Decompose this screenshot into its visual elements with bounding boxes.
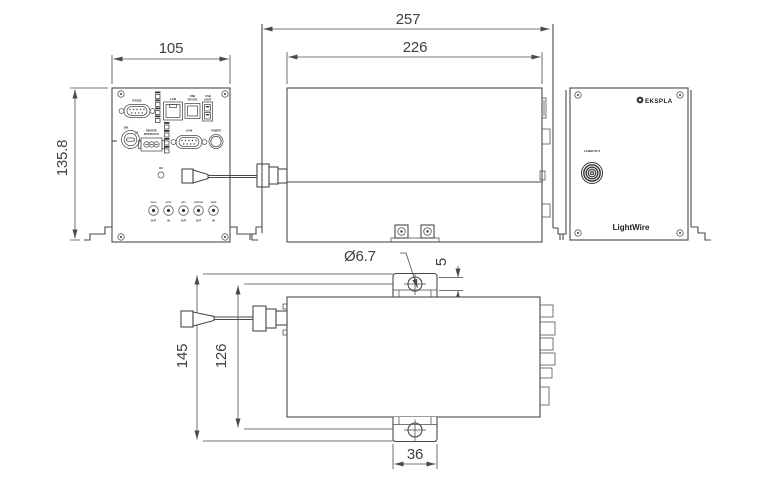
led-column-top (155, 91, 161, 123)
fiber-collimator-front (181, 168, 257, 184)
db9-can-connector: CAN (170, 129, 208, 149)
dim-36: 36 (407, 446, 423, 463)
svg-text:OUT: OUT (151, 219, 157, 223)
usb-host-label-1: USB (205, 94, 211, 98)
dim-front-width: 105 (111, 40, 231, 84)
dim-126: 126 (213, 344, 230, 368)
dim-top-body: 126 (213, 283, 404, 430)
lan-label: LAN (170, 97, 176, 101)
dim-top-total: 145 (174, 273, 393, 442)
key-off-label: OFF (112, 139, 118, 143)
svg-text:SYNC: SYNC (165, 202, 171, 204)
dim-226: 226 (403, 39, 427, 56)
sma-port-5: GATE IN (208, 201, 219, 223)
output-foot-right (691, 226, 711, 241)
side-view: 257 226 (249, 11, 564, 243)
dim-side-total: 257 (263, 11, 550, 32)
brand-logo: EKSPLA (636, 96, 673, 105)
side-foot-right (553, 227, 564, 240)
dim-105: 105 (159, 40, 183, 57)
can-label: CAN (186, 129, 193, 133)
fiber-cable-top (214, 316, 253, 321)
fiber-cable-front (208, 174, 257, 179)
remote-interlock-label-2: INTERLOCK (144, 132, 159, 136)
svg-text:RST: RST (181, 202, 186, 204)
svg-text:OUT: OUT (181, 219, 187, 223)
com-label: RS232 (132, 99, 142, 103)
side-bottom-pads (390, 224, 440, 243)
remote-interlock-connector: REMOTE INTERLOCK (138, 129, 165, 152)
front-foot-left (84, 226, 112, 241)
svg-text:IN: IN (167, 219, 170, 223)
dim-hole-callout: Ø6.7 (344, 248, 418, 289)
output-corner-screws (574, 91, 684, 237)
dim-5: 5 (433, 258, 450, 266)
usb-device-port: USB DEVICE (184, 94, 201, 119)
dim-135-8: 135.8 (54, 140, 71, 177)
power-connector: POWER (208, 129, 224, 149)
front-view: 105 135.8 RS232 (54, 40, 258, 243)
side-connector-protrusions (539, 97, 551, 218)
usb-host-label-2: HOST (204, 98, 212, 102)
db9-com-connector: RS232 (118, 99, 156, 118)
led-column-middle (164, 122, 170, 154)
power-label: POWER (211, 129, 221, 133)
remote-interlock-label-1: REMOTE (146, 129, 157, 133)
dim-hole-dia: Ø6.7 (344, 248, 376, 265)
fiber-assembly-top (180, 303, 288, 336)
key-on-label: ON (124, 126, 129, 130)
top-tab-upper (392, 272, 438, 297)
dim-257: 257 (396, 11, 420, 28)
brand-text: EKSPLA (645, 98, 673, 105)
laser-out-label: LASER OUT (584, 149, 600, 153)
svg-text:PULS: PULS (151, 202, 157, 204)
svg-text:GATE: GATE (211, 201, 217, 204)
dim-145: 145 (174, 344, 191, 368)
usb-device-label-2: DEVICE (188, 98, 198, 102)
dim-front-height: 135.8 (54, 87, 108, 241)
output-panel-outline (569, 87, 689, 241)
output-foot-left (559, 228, 567, 240)
usb-device-label-1: USB (190, 94, 196, 98)
side-body-outline (286, 87, 543, 243)
ok-led: OK (157, 166, 165, 179)
laser-output-aperture: LASER OUT (581, 149, 603, 184)
svg-text:CW/TRIG: CW/TRIG (194, 202, 204, 204)
top-connector-protrusions (539, 304, 556, 406)
dim-tab-width: 36 (392, 444, 438, 469)
top-view: 145 126 Ø6.7 5 (174, 248, 556, 469)
dim-side-body: 226 (286, 39, 543, 84)
model-name-text: LightWire (613, 223, 650, 232)
sma-connector-row: PULS OUT SYNC IN RST OUT CW/TRIG OUT GAT… (148, 201, 219, 223)
cable-gland-side (256, 163, 288, 188)
key-switch: ON OFF (112, 126, 140, 149)
lan-port: LAN (163, 97, 183, 121)
output-view: EKSPLA LASER OUT LightWire (559, 87, 711, 241)
sma-port-3: RST OUT (178, 202, 189, 223)
front-foot-right (230, 226, 258, 241)
usb-host-port: USB HOST (202, 94, 213, 122)
svg-text:OUT: OUT (196, 219, 202, 223)
side-foot-left (249, 226, 262, 240)
svg-text:IN: IN (212, 219, 215, 223)
sma-port-4: CW/TRIG OUT (193, 202, 204, 223)
front-corner-screws (117, 90, 229, 241)
sma-port-2: SYNC IN (163, 202, 174, 223)
top-body-outline (286, 296, 541, 418)
top-tab-lower (392, 417, 438, 443)
sma-port-1: PULS OUT (148, 202, 159, 223)
ok-label: OK (159, 166, 163, 170)
